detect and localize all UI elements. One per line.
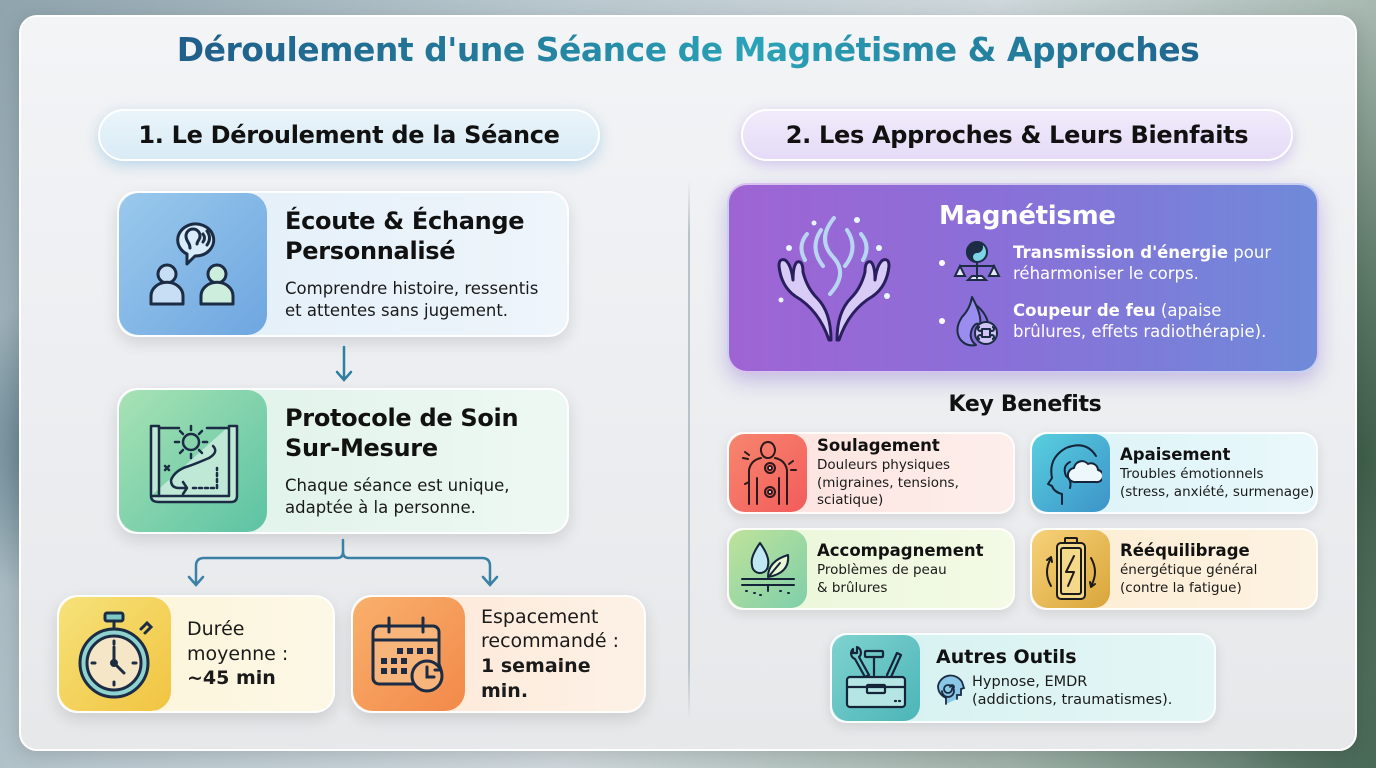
benefit-card-accompagnement: Accompagnement Problèmes de peau& brûlur… xyxy=(727,528,1015,610)
toolbox-icon xyxy=(832,635,920,721)
blueprint-gear-icon xyxy=(119,390,267,532)
page-title: Déroulement d'une Séance de Magnétisme &… xyxy=(0,30,1376,69)
energy-title: Transmission d'énergie xyxy=(1013,242,1229,262)
spacing-label-1: Espacement xyxy=(481,605,599,628)
stopwatch-icon xyxy=(59,597,171,711)
section-heading-process: 1. Le Déroulement de la Séance xyxy=(98,109,600,161)
leaf-drop-icon xyxy=(729,530,807,608)
duration-label-1: Durée xyxy=(187,617,245,640)
energy-desc: réharmoniser le corps. xyxy=(1013,264,1199,283)
spiral-head-icon xyxy=(936,672,966,710)
benefit-card-soulagement: Soulagement Douleurs physiques(migraines… xyxy=(727,432,1015,514)
step-description: Chaque séance est unique,adaptée à la pe… xyxy=(285,475,510,517)
benefit-card-reequilibrage: Rééquilibrage énergétique général(contre… xyxy=(1030,528,1318,610)
spacing-label-2: recommandé : xyxy=(481,630,620,653)
spacing-card: Espacement recommandé : 1 semaine min. xyxy=(351,595,646,713)
duration-value: ~45 min xyxy=(187,667,276,690)
benefit-desc: Troubles émotionnels(stress, anxiété, su… xyxy=(1120,465,1315,500)
benefit-desc: Douleurs physiques(migraines, tensions, … xyxy=(817,457,959,509)
magnetisme-item-fire: Coupeur de feu (apaise brûlures, effets … xyxy=(939,295,1271,347)
head-cloud-icon xyxy=(1032,434,1110,512)
branch-arrows-icon xyxy=(187,538,499,587)
key-benefits-heading: Key Benefits xyxy=(948,392,1102,417)
column-divider xyxy=(688,180,690,720)
other-tools-card: Autres Outils Hypnose, EMDR(addictions, … xyxy=(830,633,1216,723)
duration-card: Durée moyenne : ~45 min xyxy=(57,595,335,713)
section-heading-approaches: 2. Les Approches & Leurs Bienfaits xyxy=(741,109,1293,161)
bullet-icon xyxy=(939,260,945,266)
calendar-clock-icon xyxy=(353,597,465,711)
benefit-title: Soulagement xyxy=(817,436,940,456)
benefit-title: Rééquilibrage xyxy=(1120,540,1250,560)
flame-icon xyxy=(951,295,1003,347)
other-tools-desc: Hypnose, EMDR(addictions, traumatismes). xyxy=(972,673,1173,708)
benefit-title: Apaisement xyxy=(1120,444,1231,464)
spacing-value: 1 semaine min. xyxy=(481,655,591,702)
arrow-down-icon xyxy=(335,345,353,382)
benefit-desc: énergétique général(contre la fatigue) xyxy=(1120,561,1258,596)
magnetisme-title: Magnétisme xyxy=(939,201,1116,231)
fire-desc: brûlures, effets radiothérapie). xyxy=(1013,322,1267,341)
fire-title: Coupeur de feu xyxy=(1013,300,1156,320)
benefit-desc: Problèmes de peau& brûlures xyxy=(817,561,947,596)
magnetisme-card: Magnétisme Transmission d'énergie pour r… xyxy=(727,183,1319,373)
bullet-icon xyxy=(939,318,945,324)
listening-people-icon xyxy=(119,193,267,335)
healing-hands-icon xyxy=(729,185,939,371)
benefit-card-apaisement: Apaisement Troubles émotionnels(stress, … xyxy=(1030,432,1318,514)
benefit-title: Accompagnement xyxy=(817,540,984,560)
duration-label-2: moyenne : xyxy=(187,642,289,665)
magnetisme-item-energy: Transmission d'énergie pour réharmoniser… xyxy=(939,237,1271,289)
battery-recharge-icon xyxy=(1032,530,1110,608)
body-pain-icon xyxy=(729,434,807,512)
yin-yang-scale-icon xyxy=(951,237,1003,289)
other-tools-title: Autres Outils xyxy=(936,646,1077,668)
